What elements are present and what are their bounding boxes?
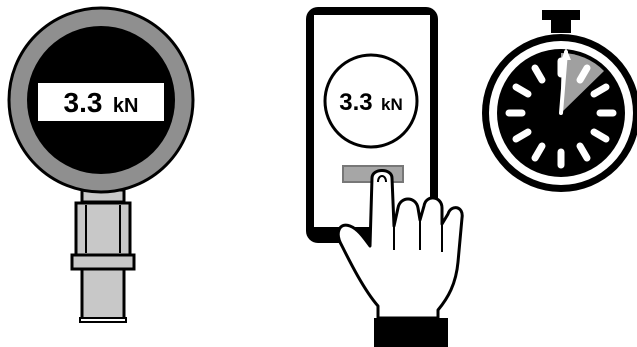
phone-value: 3.3 bbox=[339, 89, 372, 116]
gauge-unit: kN bbox=[113, 95, 139, 117]
phone-unit: kN bbox=[381, 95, 403, 114]
force-gauge-icon: 3.3 kN bbox=[9, 8, 193, 322]
gauge-value: 3.3 bbox=[64, 87, 103, 118]
stopwatch-icon bbox=[482, 10, 637, 192]
